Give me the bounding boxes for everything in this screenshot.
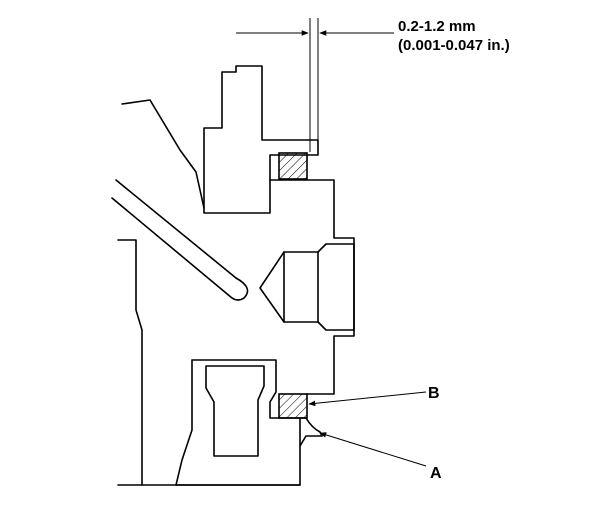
retainer-lip [299, 417, 323, 447]
upper-oil-seal [278, 152, 308, 180]
shaft-center-cone [259, 251, 285, 323]
case-left-wall [117, 239, 143, 486]
case-upper-edge [121, 99, 205, 209]
callout-b: B [428, 385, 440, 402]
oil-seal-b [278, 393, 308, 419]
leader-a [319, 432, 427, 467]
lower-inner-pocket [205, 365, 265, 457]
lower-housing-left [175, 359, 193, 486]
callout-a: A [430, 465, 442, 482]
upper-housing [203, 65, 319, 214]
shaft-outline [269, 179, 355, 395]
dimension-metric: 0.2-1.2 mm [398, 18, 476, 35]
oil-passage-end [231, 277, 249, 301]
shaft-pilot [283, 243, 355, 331]
dimension-extension-lines [309, 18, 319, 152]
oil-passage [111, 179, 237, 299]
leader-b [308, 391, 427, 407]
dimension-imperial: (0.001-0.047 in.) [398, 37, 510, 54]
lower-housing [175, 359, 301, 486]
